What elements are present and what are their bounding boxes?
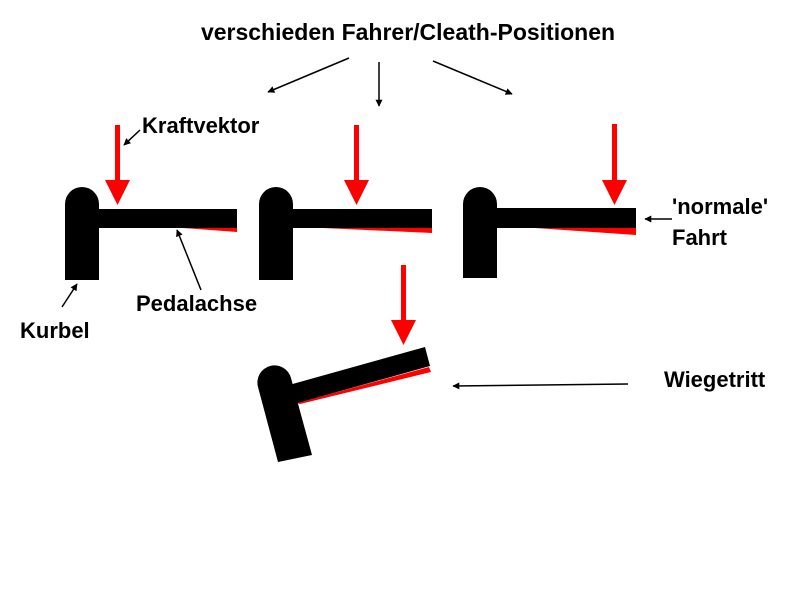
pedal-axle: [293, 209, 432, 228]
position-2: [259, 125, 432, 280]
position-1: [65, 125, 237, 280]
pedal-axle: [289, 347, 430, 404]
pointer-force-vector: [123, 129, 141, 146]
label-crank: Kurbel: [20, 318, 90, 343]
pedal-axle: [497, 208, 636, 228]
label-normal-ride-line1: 'normale': [672, 194, 768, 219]
title-arrow-left: [267, 57, 350, 93]
deflection-wedge: [297, 367, 431, 404]
deflection-wedge: [183, 228, 237, 232]
pointer-standing: [452, 382, 629, 390]
pedal-axle: [99, 209, 237, 228]
position-3: [463, 124, 636, 278]
deflection-wedge: [323, 228, 432, 233]
force-arrow: [105, 125, 130, 205]
crank-arm: [463, 187, 497, 278]
force-arrow: [602, 124, 627, 205]
pointer-crank: [61, 283, 78, 308]
crank-arm: [65, 187, 99, 280]
diagram-title: verschieden Fahrer/Cleath-Positionen: [201, 19, 615, 45]
label-standing: Wiegetritt: [664, 367, 766, 392]
title-arrow-right: [432, 60, 513, 95]
label-normal-ride-line2: Fahrt: [672, 225, 728, 250]
force-arrow: [344, 125, 369, 205]
crank-arm: [259, 187, 293, 280]
deflection-wedge: [535, 228, 636, 235]
force-arrow: [391, 265, 416, 345]
label-pedal-axle: Pedalachse: [136, 291, 257, 316]
pointer-pedal-axle: [176, 229, 202, 291]
title-arrows: [267, 57, 513, 107]
crank-arm: [257, 365, 312, 462]
label-force-vector: Kraftvektor: [142, 113, 260, 138]
position-standing: [257, 265, 431, 462]
